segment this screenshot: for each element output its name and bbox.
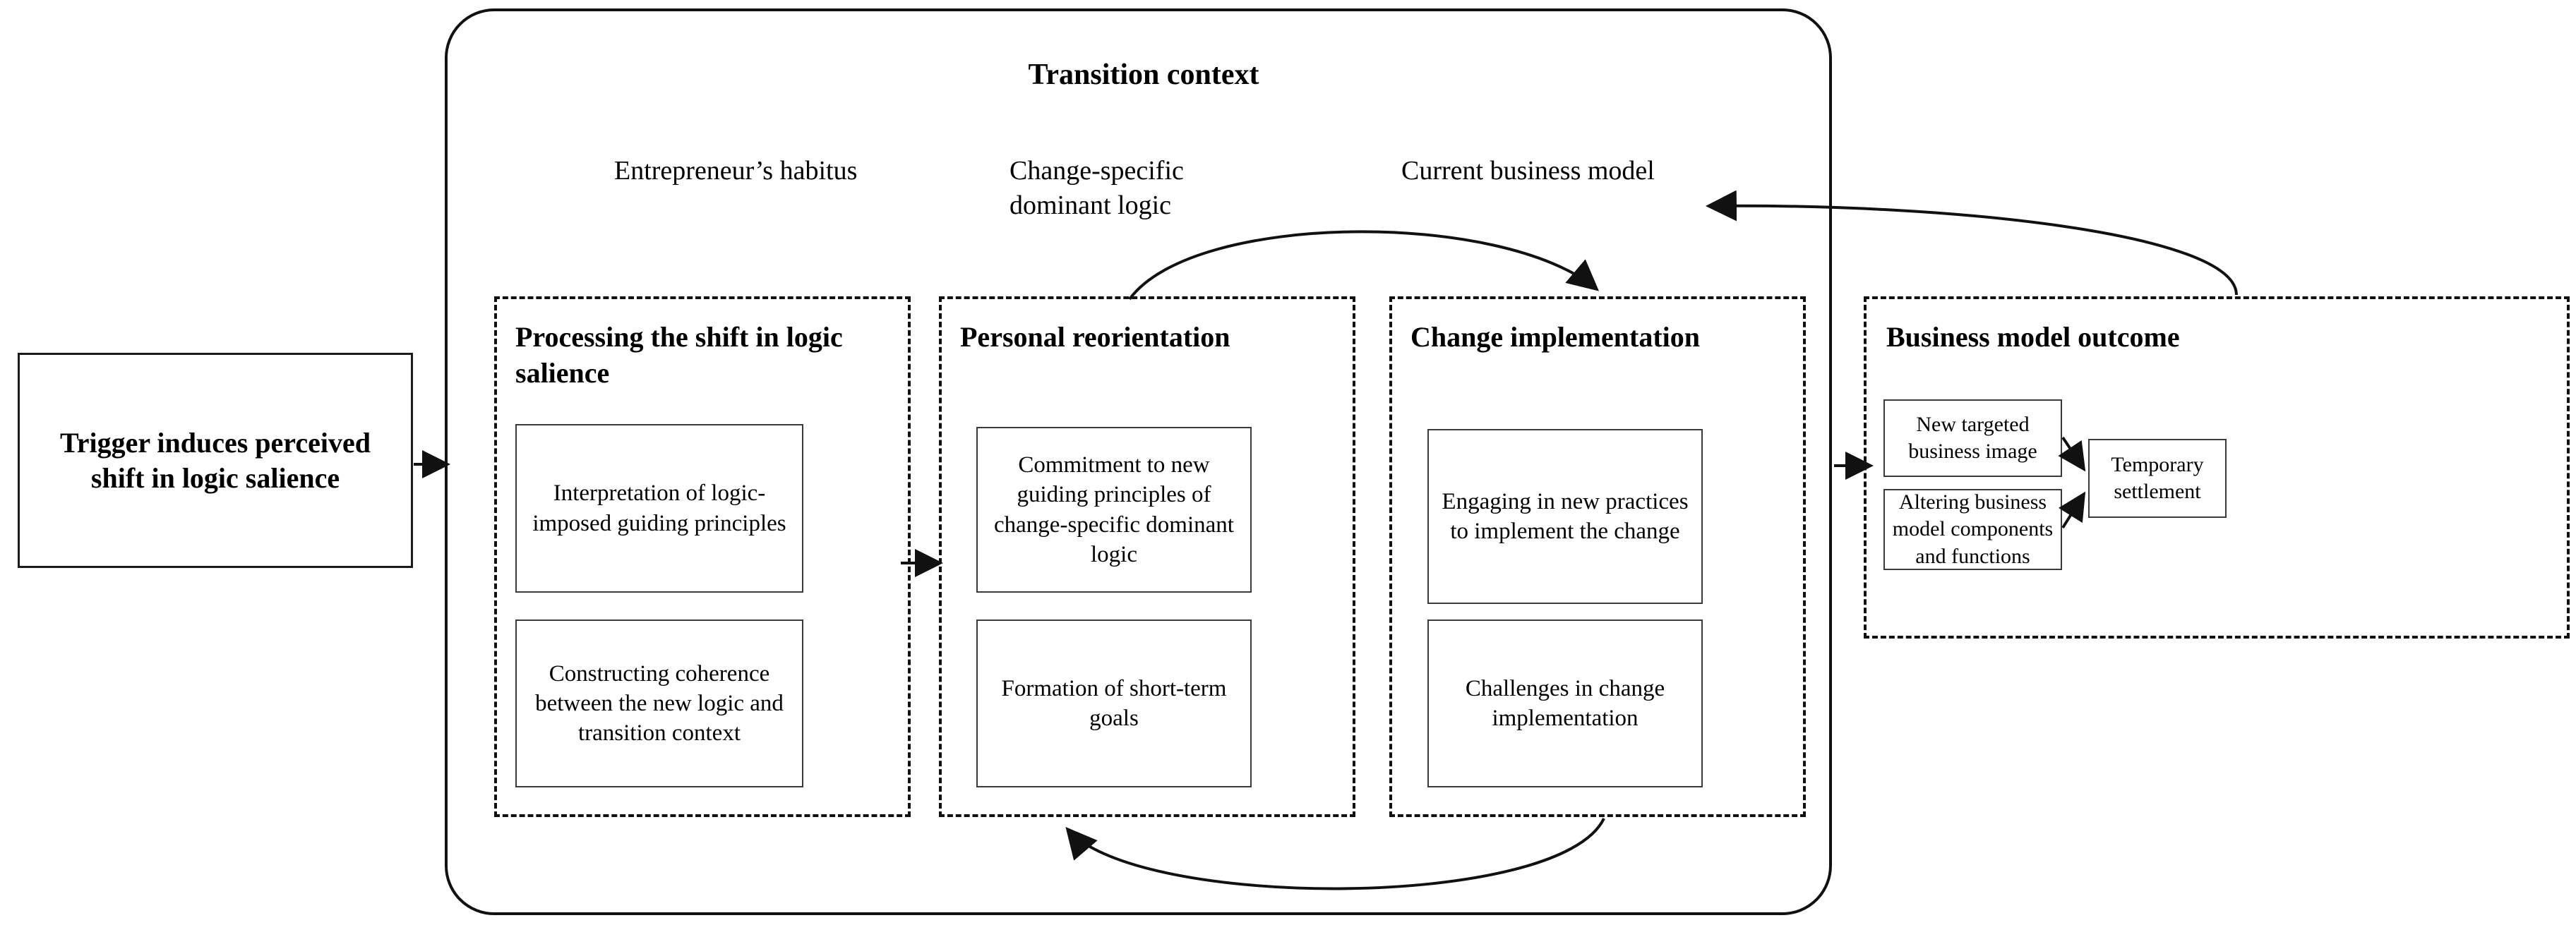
- outcome-settlement-label: Temporary settlement: [2111, 452, 2204, 503]
- column-label-current-business-model: Current business model: [1401, 156, 1655, 186]
- phase-processing-the-shift: [494, 296, 911, 817]
- outcome-item-new-targeted-business-image: New targeted business image: [1883, 399, 2062, 477]
- outcome-temporary-settlement-box: Temporary settlement: [2088, 439, 2227, 518]
- phase-item-label: Commitment to new guiding principles of …: [994, 452, 1234, 567]
- phase-item-engaging-in-new-practices: Engaging in new practices to implement t…: [1427, 429, 1703, 604]
- phase-item-interpretation-of-logic-imposed-guiding-principles: Interpretation of logic-imposed guiding …: [515, 424, 803, 593]
- trigger-label: Trigger induces perceived shift in logic…: [60, 426, 371, 494]
- outcome-item-label: New targeted business image: [1908, 412, 2037, 463]
- phase-item-formation-of-short-term-goals: Formation of short-term goals: [976, 619, 1252, 787]
- column-label-change-specific-dominant-logic: Change-specific dominant logic: [1010, 156, 1184, 220]
- phase-item-constructing-coherence: Constructing coherence between the new l…: [515, 619, 803, 787]
- phase-item-label: Interpretation of logic-imposed guiding …: [532, 480, 786, 536]
- phase-heading-personal-reorientation: Personal reorientation: [960, 321, 1230, 353]
- trigger-box: Trigger induces perceived shift in logic…: [18, 353, 413, 568]
- phase-item-label: Formation of short-term goals: [1001, 675, 1227, 731]
- phase-heading-change-implementation: Change implementation: [1410, 321, 1700, 353]
- column-label-entrepreneurs-habitus: Entrepreneur’s habitus: [614, 156, 858, 186]
- phase-item-label: Challenges in change implementation: [1465, 675, 1665, 731]
- phase-item-label: Constructing coherence between the new l…: [535, 660, 784, 746]
- outcome-heading: Business model outcome: [1886, 321, 2180, 353]
- outcome-item-label: Altering business model components and f…: [1892, 490, 2054, 568]
- page-title: Transition context: [1028, 59, 1259, 91]
- phase-item-label: Engaging in new practices to implement t…: [1442, 488, 1689, 544]
- outcome-item-altering-business-model-components: Altering business model components and f…: [1883, 489, 2062, 570]
- phase-heading-processing-the-shift: Processing the shift in logic salience: [515, 321, 843, 389]
- phase-item-commitment-to-new-guiding-principles: Commitment to new guiding principles of …: [976, 427, 1252, 593]
- phase-item-challenges-in-change-implementation: Challenges in change implementation: [1427, 619, 1703, 787]
